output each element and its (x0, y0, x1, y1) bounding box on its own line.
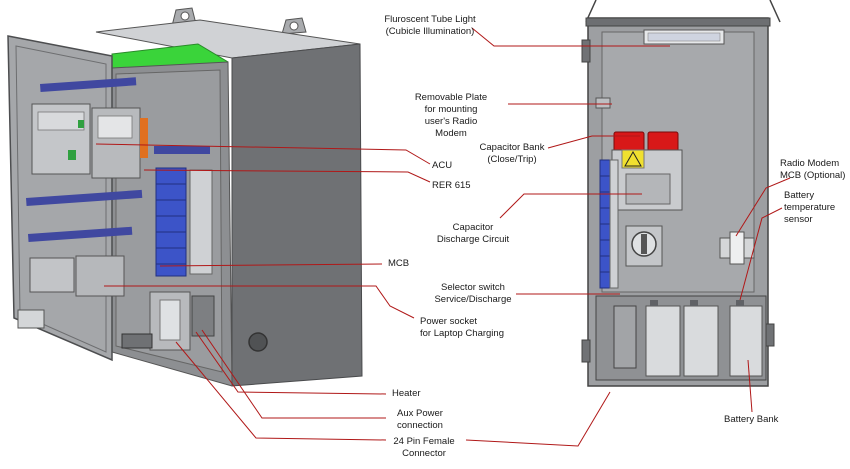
warning-label (621, 149, 645, 169)
left-cabinet (7, 7, 363, 387)
interior-din-rail (154, 146, 210, 154)
label-aux-power: Aux Power connection (397, 408, 443, 431)
leader-lines (95, 27, 791, 447)
leader-aux-power (201, 329, 386, 419)
label-rer615: RER 615 (432, 180, 471, 191)
leader-capacitor-discharge (499, 193, 642, 219)
label-capacitor-bank: Capacitor Bank (Close/Trip) (479, 142, 545, 165)
leader-mcb (159, 263, 383, 267)
label-selector-switch: Selector switch Service/Discharge (434, 282, 512, 305)
label-radio-modem-mcb: Radio Modem MCB (Optional) (780, 158, 846, 181)
aux-power-terminals (191, 295, 215, 337)
label-battery-bank: Battery Bank (724, 414, 779, 425)
leader-battery-temp (739, 207, 783, 301)
door-din-rail-3 (28, 226, 133, 242)
cabinet-side-panel (231, 43, 363, 387)
leader-radio-modem-mcb (735, 177, 791, 237)
label-heater: Heater (392, 388, 421, 399)
leader-pin-connector-right (465, 391, 611, 447)
leader-rer615 (143, 169, 431, 183)
label-pin-connector: 24 Pin Female Connector (393, 436, 455, 459)
lifting-lug-right (281, 17, 307, 35)
right-cabinet (581, 0, 781, 387)
door-din-rail-2 (25, 189, 143, 206)
battery-1 (645, 305, 681, 377)
leader-pin-connector (175, 341, 387, 441)
battery-connector (613, 305, 637, 369)
leader-battery-bank (747, 359, 753, 413)
label-removable-plate: Removable Plate for mounting user's Radi… (414, 92, 488, 139)
battery-2 (683, 305, 719, 377)
label-mcb: MCB (388, 258, 410, 269)
power-socket (17, 309, 45, 329)
terminal-blocks (155, 167, 213, 277)
label-capacitor-discharge: Capacitor Discharge Circuit (436, 222, 510, 245)
leader-tube-light (471, 27, 670, 47)
capacitor-bank (611, 131, 683, 211)
battery-3 (729, 305, 763, 377)
warning-icon (624, 150, 642, 167)
leader-acu (95, 143, 431, 165)
label-tube-light: Fluroscent Tube Light (Cubicle Illuminat… (384, 14, 476, 37)
right-terminal-blocks (599, 159, 619, 289)
radio-modem-mcb (719, 231, 755, 265)
leader-heater (195, 331, 387, 395)
label-acu: ACU (432, 160, 453, 171)
removable-plate (595, 97, 611, 109)
door-din-rail-1 (40, 77, 137, 92)
label-power-socket: Power socket for Laptop Charging (420, 316, 504, 339)
selector-switch (625, 225, 663, 267)
pin-connector-24 (121, 333, 153, 349)
leader-power-socket (104, 285, 415, 319)
leader-capacitor-bank (547, 135, 640, 149)
tube-light (643, 29, 725, 45)
label-battery-temp: Battery temperature sensor (784, 190, 836, 225)
door-lock (248, 332, 268, 352)
